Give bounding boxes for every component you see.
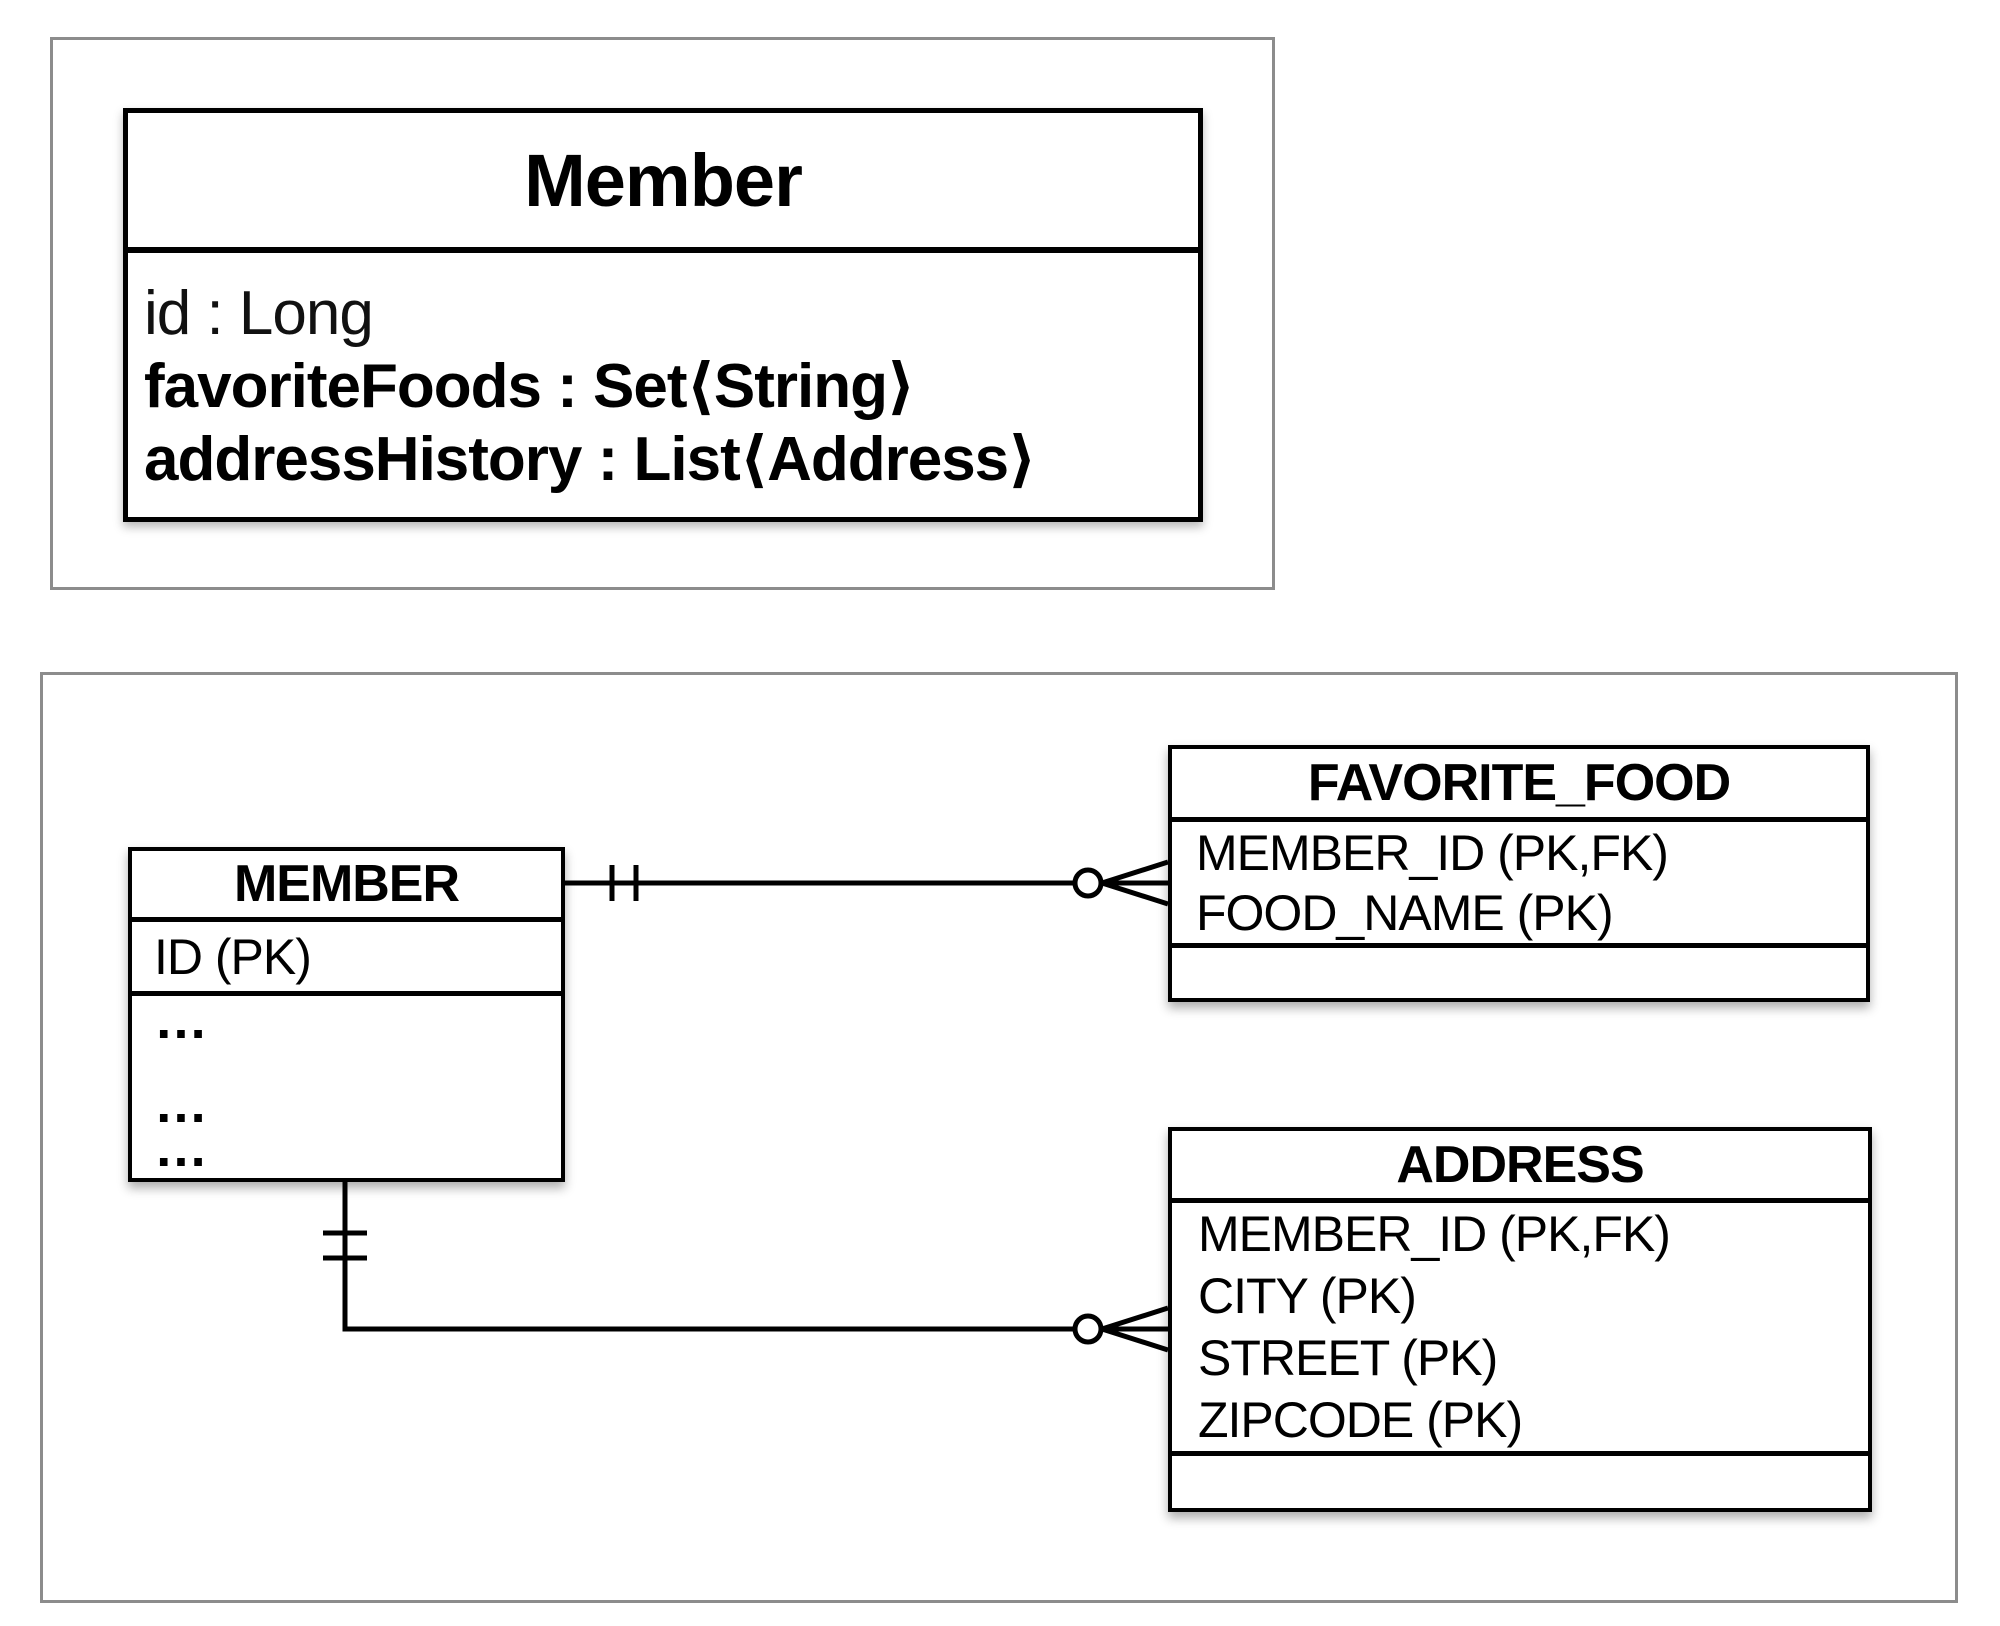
er-table-address-empty-row bbox=[1172, 1456, 1868, 1508]
er-table-address-title: ADDRESS bbox=[1172, 1131, 1868, 1203]
uml-class-title: Member bbox=[128, 113, 1198, 253]
uml-attribute-address-history: addressHistory : List⟨Address⟩ bbox=[144, 425, 1037, 494]
er-column-member-id: MEMBER_ID (PK,FK) bbox=[1198, 1206, 1671, 1262]
er-column-city: CITY (PK) bbox=[1198, 1268, 1417, 1324]
er-column-street: STREET (PK) bbox=[1198, 1330, 1498, 1386]
ellipsis-row: … bbox=[154, 1074, 208, 1134]
er-column-id-pk: ID (PK) bbox=[132, 922, 561, 996]
ellipsis-row: … bbox=[154, 1118, 208, 1178]
er-table-address-columns: MEMBER_ID (PK,FK) CITY (PK) STREET (PK) … bbox=[1172, 1203, 1868, 1456]
er-table-member: MEMBER ID (PK) … … … bbox=[128, 847, 565, 1182]
er-table-favorite-food: FAVORITE_FOOD MEMBER_ID (PK,FK) FOOD_NAM… bbox=[1168, 745, 1870, 1002]
er-panel-frame: MEMBER ID (PK) … … … FAVORITE_FOOD MEMBE… bbox=[40, 672, 1958, 1603]
er-table-favorite-food-title: FAVORITE_FOOD bbox=[1172, 749, 1866, 822]
ellipsis-row: … bbox=[154, 990, 208, 1050]
er-column-zipcode: ZIPCODE (PK) bbox=[1198, 1392, 1523, 1448]
er-table-address: ADDRESS MEMBER_ID (PK,FK) CITY (PK) STRE… bbox=[1168, 1127, 1872, 1512]
er-column-food-name: FOOD_NAME (PK) bbox=[1196, 885, 1614, 941]
uml-class-member: Member id : Long favoriteFoods : Set⟨Str… bbox=[123, 108, 1203, 522]
uml-attribute-favorite-foods: favoriteFoods : Set⟨String⟩ bbox=[144, 352, 915, 421]
er-table-member-title: MEMBER bbox=[132, 851, 561, 922]
er-table-favorite-food-columns: MEMBER_ID (PK,FK) FOOD_NAME (PK) bbox=[1172, 822, 1866, 948]
er-table-member-body: … … … bbox=[132, 990, 561, 1178]
uml-attribute-id: id : Long bbox=[144, 279, 374, 348]
uml-panel-frame: Member id : Long favoriteFoods : Set⟨Str… bbox=[50, 37, 1275, 590]
uml-class-attributes: id : Long favoriteFoods : Set⟨String⟩ ad… bbox=[128, 253, 1198, 496]
er-table-favorite-food-empty-row bbox=[1172, 948, 1866, 999]
er-column-member-id: MEMBER_ID (PK,FK) bbox=[1196, 825, 1669, 881]
